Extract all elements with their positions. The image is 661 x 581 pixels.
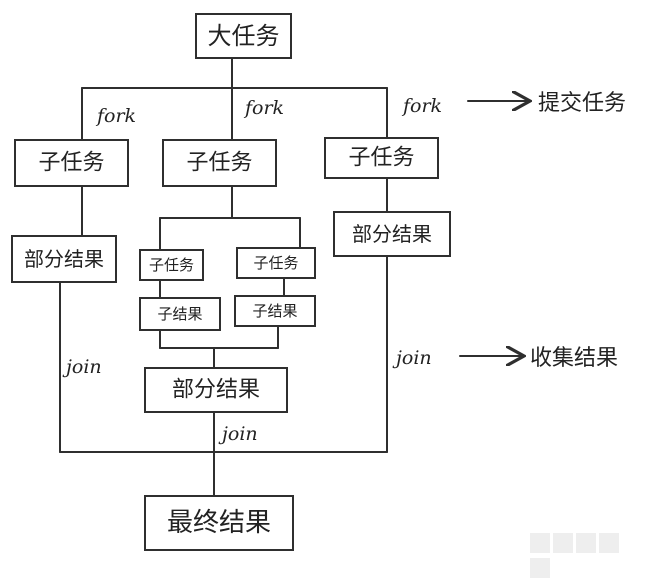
box-inner-result-a: 子结果 — [139, 297, 221, 331]
note-collect-results: 收集结果 — [530, 346, 618, 371]
box-final-result: 最终结果 — [144, 495, 294, 551]
watermark-block — [599, 533, 619, 553]
box-subtask-left-label: 子任务 — [38, 151, 104, 176]
watermark-block — [530, 558, 550, 578]
box-subtask-middle: 子任务 — [162, 139, 277, 187]
watermark-block — [530, 533, 550, 553]
box-inner-result-b: 子结果 — [234, 295, 316, 327]
box-partial-middle: 部分结果 — [144, 367, 288, 413]
note-submit-task: 提交任务 — [538, 91, 626, 116]
box-inner-result-b-label: 子结果 — [252, 302, 297, 320]
box-final-result-label: 最终结果 — [167, 508, 271, 538]
box-subtask-middle-label: 子任务 — [186, 151, 252, 176]
box-partial-middle-label: 部分结果 — [172, 378, 260, 403]
box-subtask-right-label: 子任务 — [348, 146, 414, 171]
box-subtask-left: 子任务 — [14, 139, 129, 187]
box-inner-subtask-a: 子任务 — [139, 249, 204, 281]
box-partial-left-label: 部分结果 — [24, 247, 104, 271]
label-join-right: join — [392, 347, 432, 369]
blurred-watermark — [530, 533, 642, 578]
label-fork-left: fork — [95, 105, 136, 127]
label-join-middle: join — [218, 423, 258, 445]
box-big-task: 大任务 — [195, 13, 292, 59]
box-partial-right: 部分结果 — [333, 211, 451, 257]
box-partial-left: 部分结果 — [11, 235, 117, 283]
label-join-left: join — [62, 356, 102, 378]
box-big-task-label: 大任务 — [208, 22, 280, 50]
box-partial-right-label: 部分结果 — [352, 222, 432, 246]
connector-lines — [59, 57, 528, 497]
label-fork-right: fork — [401, 95, 442, 117]
label-fork-middle: fork — [243, 97, 284, 119]
box-inner-subtask-a-label: 子任务 — [149, 256, 194, 274]
box-inner-subtask-b-label: 子任务 — [253, 254, 298, 272]
box-inner-result-a-label: 子结果 — [157, 305, 202, 323]
box-inner-subtask-b: 子任务 — [236, 247, 316, 279]
box-subtask-right: 子任务 — [324, 137, 439, 179]
watermark-block — [576, 533, 596, 553]
watermark-block — [553, 533, 573, 553]
